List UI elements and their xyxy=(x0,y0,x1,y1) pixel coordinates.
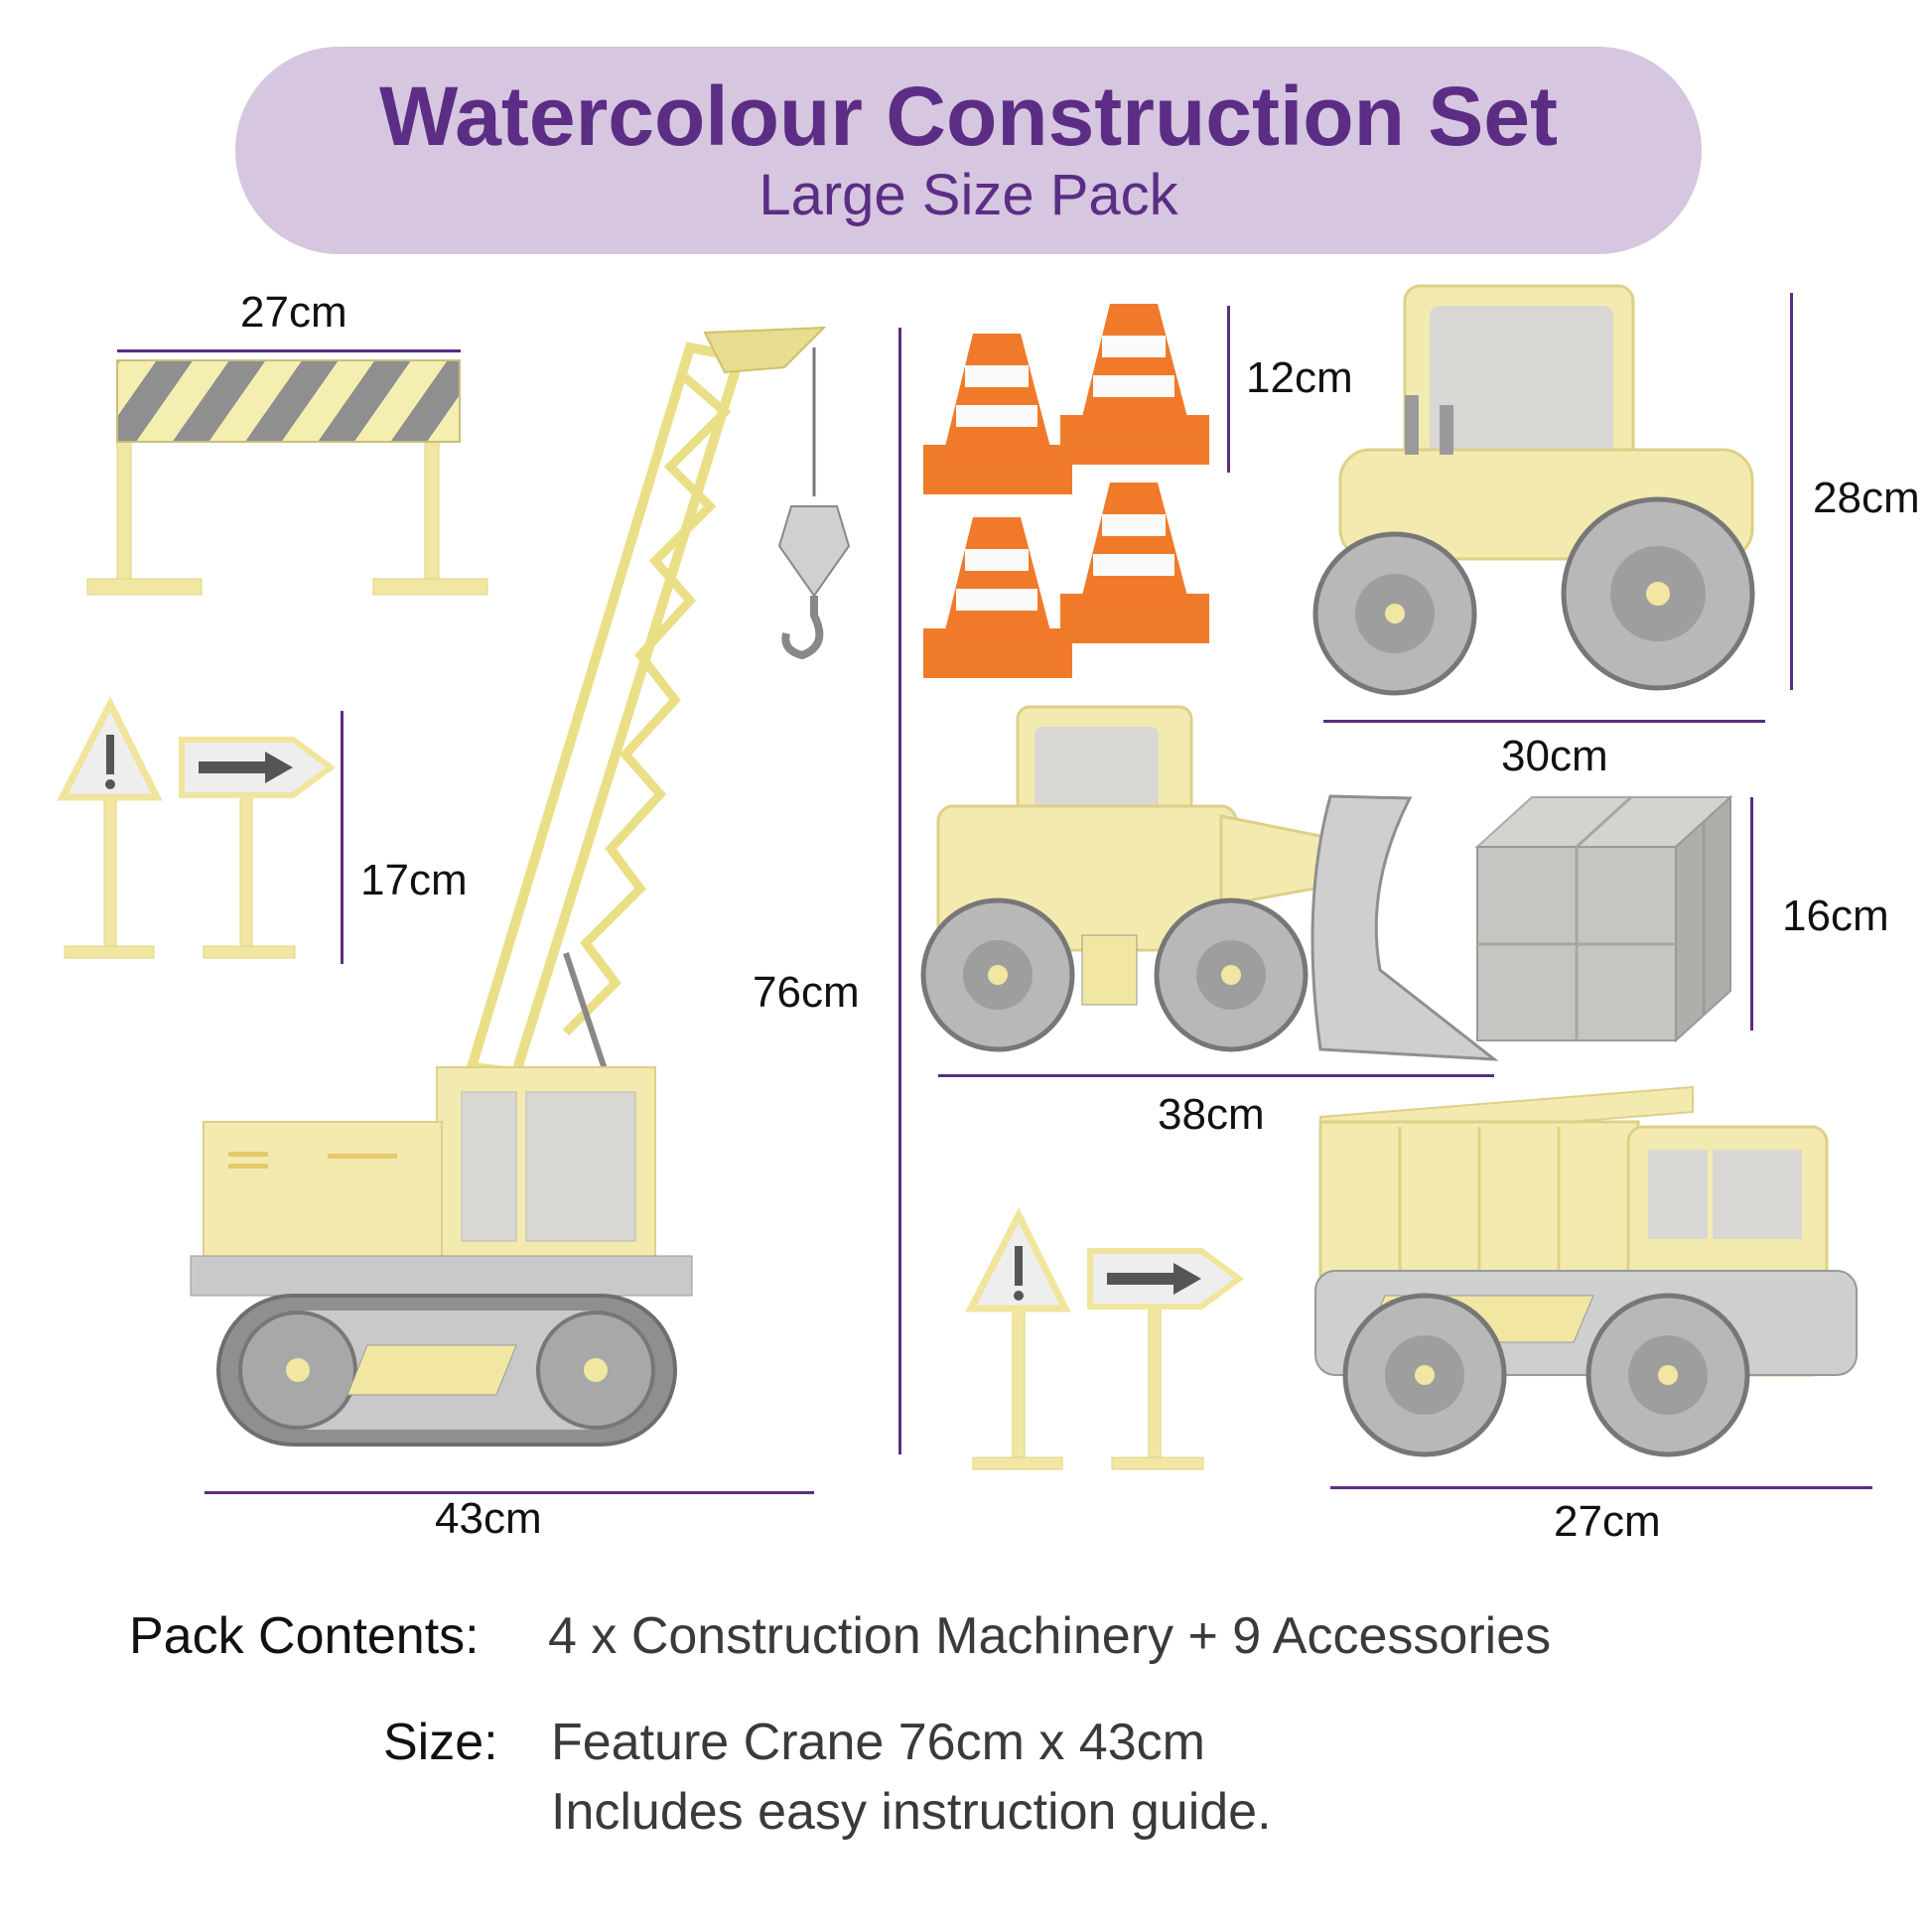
blocks-height-line xyxy=(1750,797,1753,1031)
page-subtitle: Large Size Pack xyxy=(759,163,1178,227)
bottom-signs-group xyxy=(963,1207,1246,1471)
traffic-cone-icon xyxy=(1060,483,1209,643)
cones-height-line xyxy=(1227,306,1230,473)
arrow-sign-icon xyxy=(1087,1248,1245,1470)
signs-height-line xyxy=(341,711,344,964)
barrier-width-line xyxy=(117,349,461,352)
left-signs-group xyxy=(55,696,343,960)
traffic-cones-group xyxy=(923,296,1213,685)
crane-icon xyxy=(189,318,851,1454)
barrier-width-label: 27cm xyxy=(240,288,347,337)
dump-truck-icon xyxy=(1314,1082,1858,1469)
warning-sign-icon xyxy=(965,1207,1071,1470)
concrete-blocks-icon xyxy=(1474,794,1733,1043)
tractor-height-line xyxy=(1790,293,1793,690)
pack-contents-label: Pack Contents: xyxy=(129,1607,480,1665)
dump-truck-width-line xyxy=(1330,1486,1872,1489)
blocks-height-label: 16cm xyxy=(1782,892,1889,940)
tractor-height-label: 28cm xyxy=(1813,474,1920,522)
tractor-icon xyxy=(1306,284,1772,696)
cones-height-label: 12cm xyxy=(1246,353,1353,402)
signs-height-label: 17cm xyxy=(360,856,468,904)
guide-text: Includes easy instruction guide. xyxy=(551,1783,1272,1841)
loader-width-label: 38cm xyxy=(1158,1090,1265,1139)
crane-height-line xyxy=(898,328,901,1454)
traffic-cone-icon xyxy=(1060,304,1209,465)
warning-sign-icon xyxy=(57,696,163,959)
crane-width-line xyxy=(205,1491,814,1494)
wheel-loader-icon xyxy=(920,705,1499,1061)
arrow-sign-icon xyxy=(179,737,337,959)
size-label: Size: xyxy=(383,1714,498,1771)
barrier-icon xyxy=(86,355,494,602)
traffic-cone-icon xyxy=(923,334,1072,494)
dump-truck-width-label: 27cm xyxy=(1554,1497,1661,1546)
tractor-width-line xyxy=(1323,720,1765,723)
traffic-cone-icon xyxy=(923,517,1072,678)
page-title: Watercolour Construction Set xyxy=(379,69,1558,163)
crane-width-label: 43cm xyxy=(435,1494,542,1543)
crane-height-label: 76cm xyxy=(753,968,860,1017)
pack-contents-value: 4 x Construction Machinery + 9 Accessori… xyxy=(548,1607,1552,1665)
loader-width-line xyxy=(938,1074,1494,1077)
tractor-width-label: 30cm xyxy=(1501,732,1608,780)
size-value: Feature Crane 76cm x 43cm xyxy=(551,1714,1205,1771)
title-banner: Watercolour Construction Set Large Size … xyxy=(235,47,1702,254)
